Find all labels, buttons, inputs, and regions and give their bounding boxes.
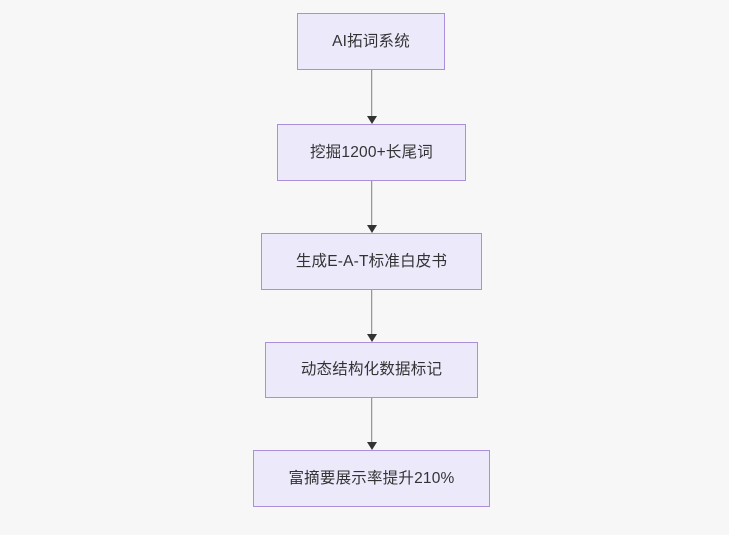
flow-node-structured-data-markup[interactable]: 动态结构化数据标记 — [265, 342, 478, 398]
connector-n3-n4 — [365, 290, 378, 342]
flow-node-label: AI拓词系统 — [332, 32, 410, 50]
connector-n1-n2 — [365, 70, 378, 124]
arrow-down-icon — [366, 334, 377, 342]
connector-line — [370, 181, 373, 225]
flow-node-ai-keyword-system[interactable]: AI拓词系统 — [297, 13, 445, 70]
flow-node-label: 动态结构化数据标记 — [300, 361, 443, 379]
flow-node-label: 富摘要展示率提升210% — [288, 469, 455, 487]
flow-node-rich-snippet-result[interactable]: 富摘要展示率提升210% — [253, 450, 490, 507]
flow-node-label: 生成E-A-T标准白皮书 — [295, 252, 448, 270]
arrow-down-icon — [366, 225, 377, 233]
flow-node-label: 挖掘1200+长尾词 — [309, 143, 434, 161]
connector-line — [370, 290, 373, 334]
flow-node-eat-whitepaper[interactable]: 生成E-A-T标准白皮书 — [261, 233, 482, 290]
connector-line — [370, 70, 373, 116]
flow-node-longtail-keywords[interactable]: 挖掘1200+长尾词 — [277, 124, 466, 181]
connector-n2-n3 — [365, 181, 378, 233]
arrow-down-icon — [366, 442, 377, 450]
arrow-down-icon — [366, 116, 377, 124]
connector-n4-n5 — [365, 398, 378, 450]
connector-line — [370, 398, 373, 442]
